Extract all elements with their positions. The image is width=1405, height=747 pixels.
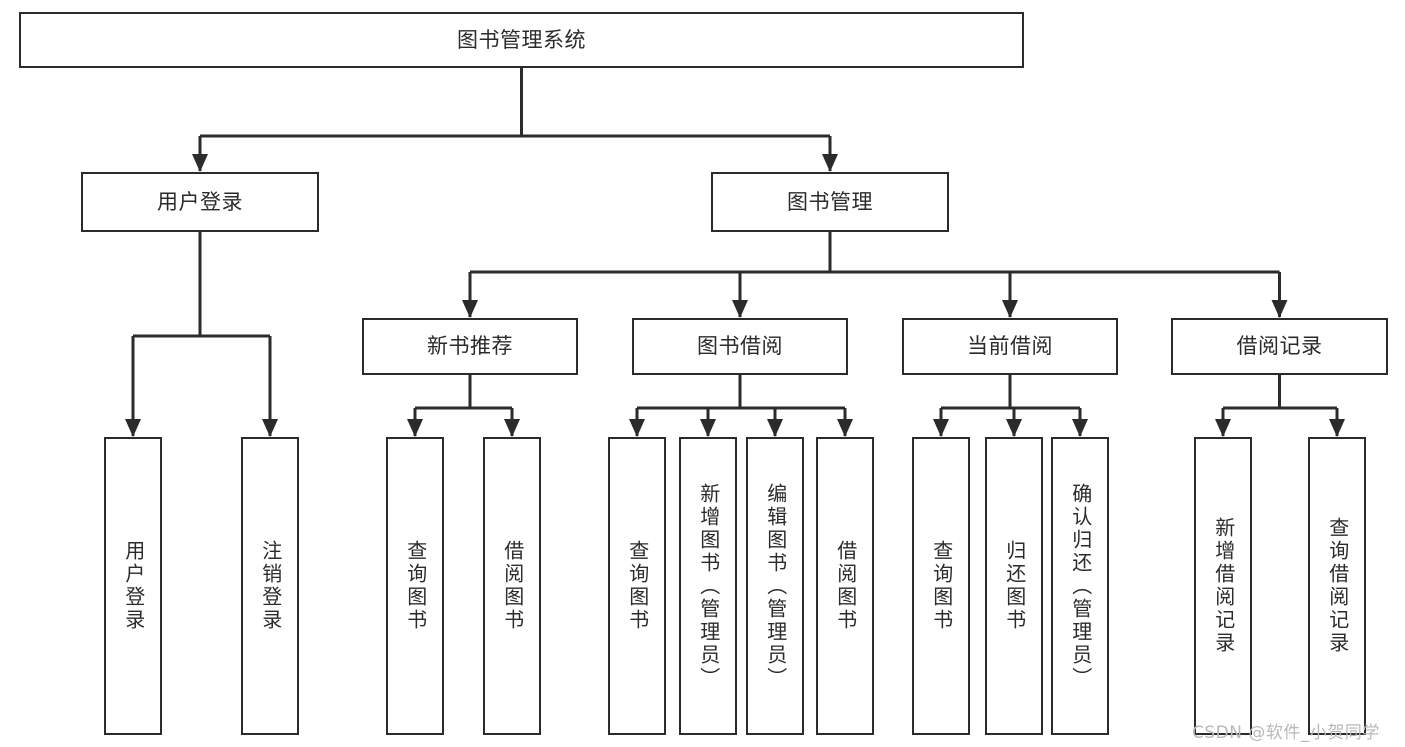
node-leaf-confirm-return[interactable]: 确认归还（管理员） (1051, 437, 1109, 735)
node-leaf-add-book[interactable]: 新增图书（管理员） (679, 437, 737, 735)
node-book-borrow-label: 图书借阅 (697, 334, 783, 359)
node-leaf-query-book-1-label: 查询图书 (403, 540, 428, 632)
node-borrow-record-label: 借阅记录 (1236, 334, 1323, 359)
node-user-login-label: 用户登录 (157, 189, 243, 214)
node-leaf-user-login-label: 用户登录 (121, 540, 146, 632)
node-leaf-borrow-book-2-label: 借阅图书 (833, 540, 858, 632)
node-leaf-borrow-book-1[interactable]: 借阅图书 (483, 437, 541, 735)
node-new-book-recommend[interactable]: 新书推荐 (362, 318, 578, 375)
node-borrow-record[interactable]: 借阅记录 (1171, 318, 1388, 375)
node-leaf-logout[interactable]: 注销登录 (241, 437, 299, 735)
node-current-borrow-label: 当前借阅 (967, 334, 1053, 359)
node-leaf-query-record[interactable]: 查询借阅记录 (1308, 437, 1366, 735)
node-leaf-query-book-2-label: 查询图书 (625, 540, 650, 632)
node-new-book-recommend-label: 新书推荐 (427, 334, 513, 359)
node-leaf-return-book[interactable]: 归还图书 (985, 437, 1043, 735)
node-leaf-add-book-label: 新增图书（管理员） (696, 482, 721, 690)
node-user-login[interactable]: 用户登录 (81, 172, 319, 232)
node-leaf-query-record-label: 查询借阅记录 (1325, 517, 1350, 655)
node-leaf-edit-book-label: 编辑图书（管理员） (763, 482, 788, 690)
node-leaf-logout-label: 注销登录 (258, 540, 283, 632)
node-leaf-borrow-book-1-label: 借阅图书 (500, 540, 525, 632)
node-leaf-query-book-1[interactable]: 查询图书 (386, 437, 444, 735)
node-leaf-add-record-label: 新增借阅记录 (1211, 517, 1236, 655)
node-leaf-query-book-3-label: 查询图书 (929, 540, 954, 632)
node-leaf-user-login[interactable]: 用户登录 (104, 437, 162, 735)
node-book-borrow[interactable]: 图书借阅 (632, 318, 848, 375)
node-leaf-edit-book[interactable]: 编辑图书（管理员） (746, 437, 804, 735)
node-root[interactable]: 图书管理系统 (19, 12, 1024, 68)
node-leaf-return-book-label: 归还图书 (1002, 540, 1027, 632)
node-leaf-borrow-book-2[interactable]: 借阅图书 (816, 437, 874, 735)
node-leaf-query-book-2[interactable]: 查询图书 (608, 437, 666, 735)
node-root-label: 图书管理系统 (457, 27, 586, 52)
node-leaf-query-book-3[interactable]: 查询图书 (912, 437, 970, 735)
node-leaf-confirm-return-label: 确认归还（管理员） (1068, 482, 1093, 690)
node-book-manage-label: 图书管理 (787, 189, 873, 214)
node-leaf-add-record[interactable]: 新增借阅记录 (1194, 437, 1252, 735)
node-current-borrow[interactable]: 当前借阅 (902, 318, 1118, 375)
node-book-manage[interactable]: 图书管理 (711, 172, 949, 232)
